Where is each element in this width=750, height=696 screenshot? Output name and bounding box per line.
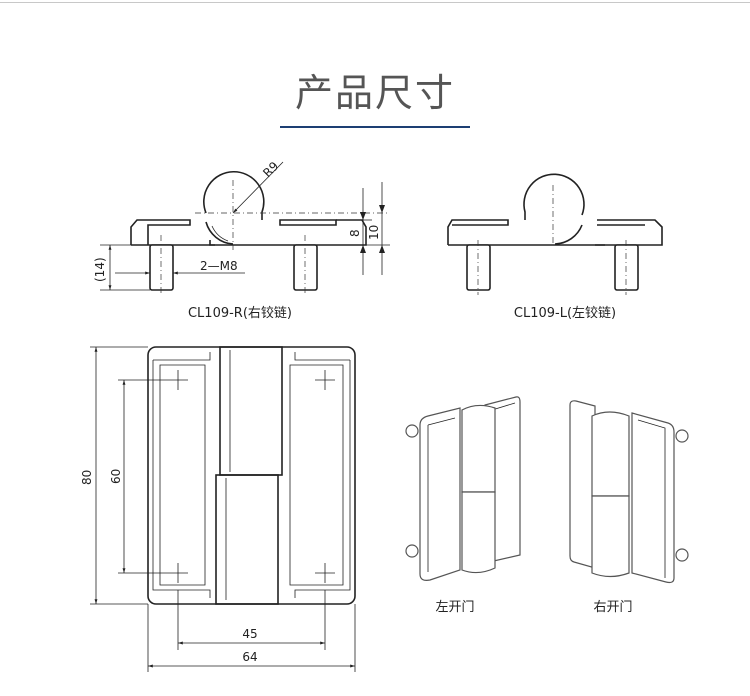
right-open-caption: 右开门 <box>593 600 632 615</box>
thread-label: 2—M8 <box>200 259 238 273</box>
dim-45-label: 45 <box>242 627 257 641</box>
right-hinge-caption: CL109-R(右铰链) <box>188 306 292 321</box>
pin-length-label: (14) <box>93 257 107 282</box>
left-hinge-caption: CL109-L(左铰链) <box>514 306 616 321</box>
left-open-caption: 左开门 <box>435 600 474 615</box>
title-underline <box>280 126 470 128</box>
hinge-front-view <box>90 346 356 672</box>
page-title: 产品尺寸 <box>294 71 455 115</box>
radius-label: R9 <box>260 159 281 180</box>
dim-10-label: 10 <box>367 225 381 240</box>
dim-8-label: 8 <box>348 229 362 237</box>
right-open-hinge-3d <box>569 400 689 584</box>
top-divider <box>0 2 750 3</box>
right-hinge-side-view: R9 2—M8 (14) 8 10 <box>93 159 390 295</box>
left-open-hinge-3d <box>405 396 521 581</box>
dim-60-label: 60 <box>109 469 123 484</box>
dim-80-label: 80 <box>80 470 94 485</box>
left-hinge-side-view <box>447 173 663 295</box>
dim-64-label: 64 <box>242 650 257 664</box>
